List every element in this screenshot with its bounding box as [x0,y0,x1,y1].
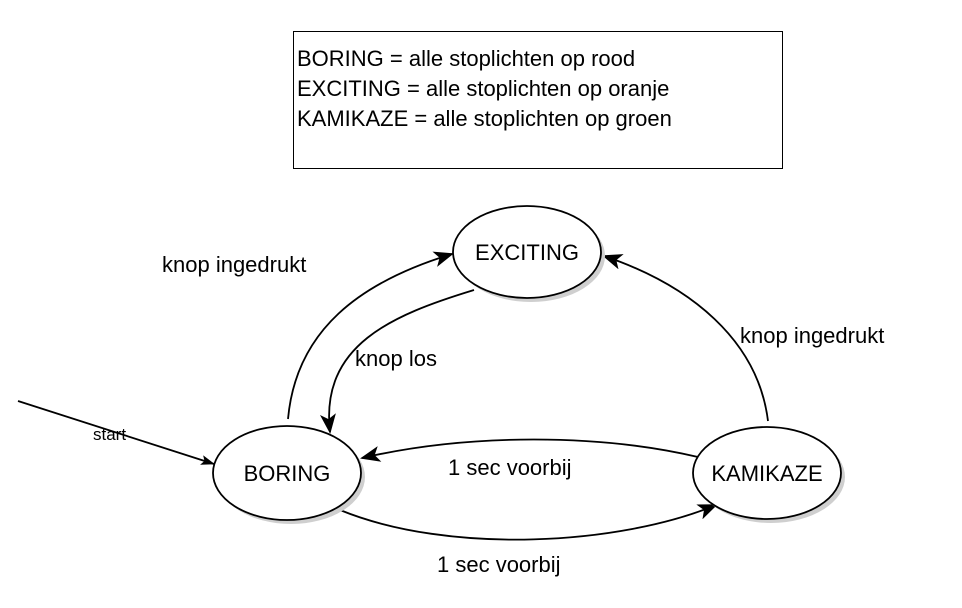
state-exciting-ellipse [452,205,602,299]
edge-boring-to-exciting [287,251,454,420]
edge-kamikaze-to-exciting [602,254,769,422]
state-kamikaze-ellipse [692,426,842,520]
state-exciting[interactable]: EXCITING [452,205,605,302]
edge-boring-to-kamikaze [339,504,718,541]
edge-exciting-to-boring [320,289,475,434]
label-kamikaze-to-exciting: knop ingedrukt [740,323,884,348]
label-kamikaze-to-boring: 1 sec voorbij [448,455,572,480]
state-boring[interactable]: BORING [212,425,365,524]
state-kamikaze[interactable]: KAMIKAZE [692,426,845,523]
edge-start-to-boring [17,400,215,465]
edge-kamikaze-to-boring [360,438,699,462]
label-exciting-to-boring: knop los [355,346,437,371]
state-boring-label: BORING [244,461,331,486]
state-kamikaze-label: KAMIKAZE [711,461,822,486]
legend-line-boring: BORING = alle stoplichten op rood [297,46,636,71]
state-boring-ellipse [212,425,362,521]
label-boring-to-kamikaze: 1 sec voorbij [437,552,561,577]
legend-line-kamikaze: KAMIKAZE = alle stoplichten op groen [297,106,672,131]
legend-box: BORING = alle stoplichten op rood EXCITI… [293,31,783,169]
legend-line-exciting: EXCITING = alle stoplichten op oranje [297,76,670,101]
label-boring-to-exciting: knop ingedrukt [162,252,306,277]
state-exciting-label: EXCITING [475,240,579,265]
label-start: start [93,425,126,444]
